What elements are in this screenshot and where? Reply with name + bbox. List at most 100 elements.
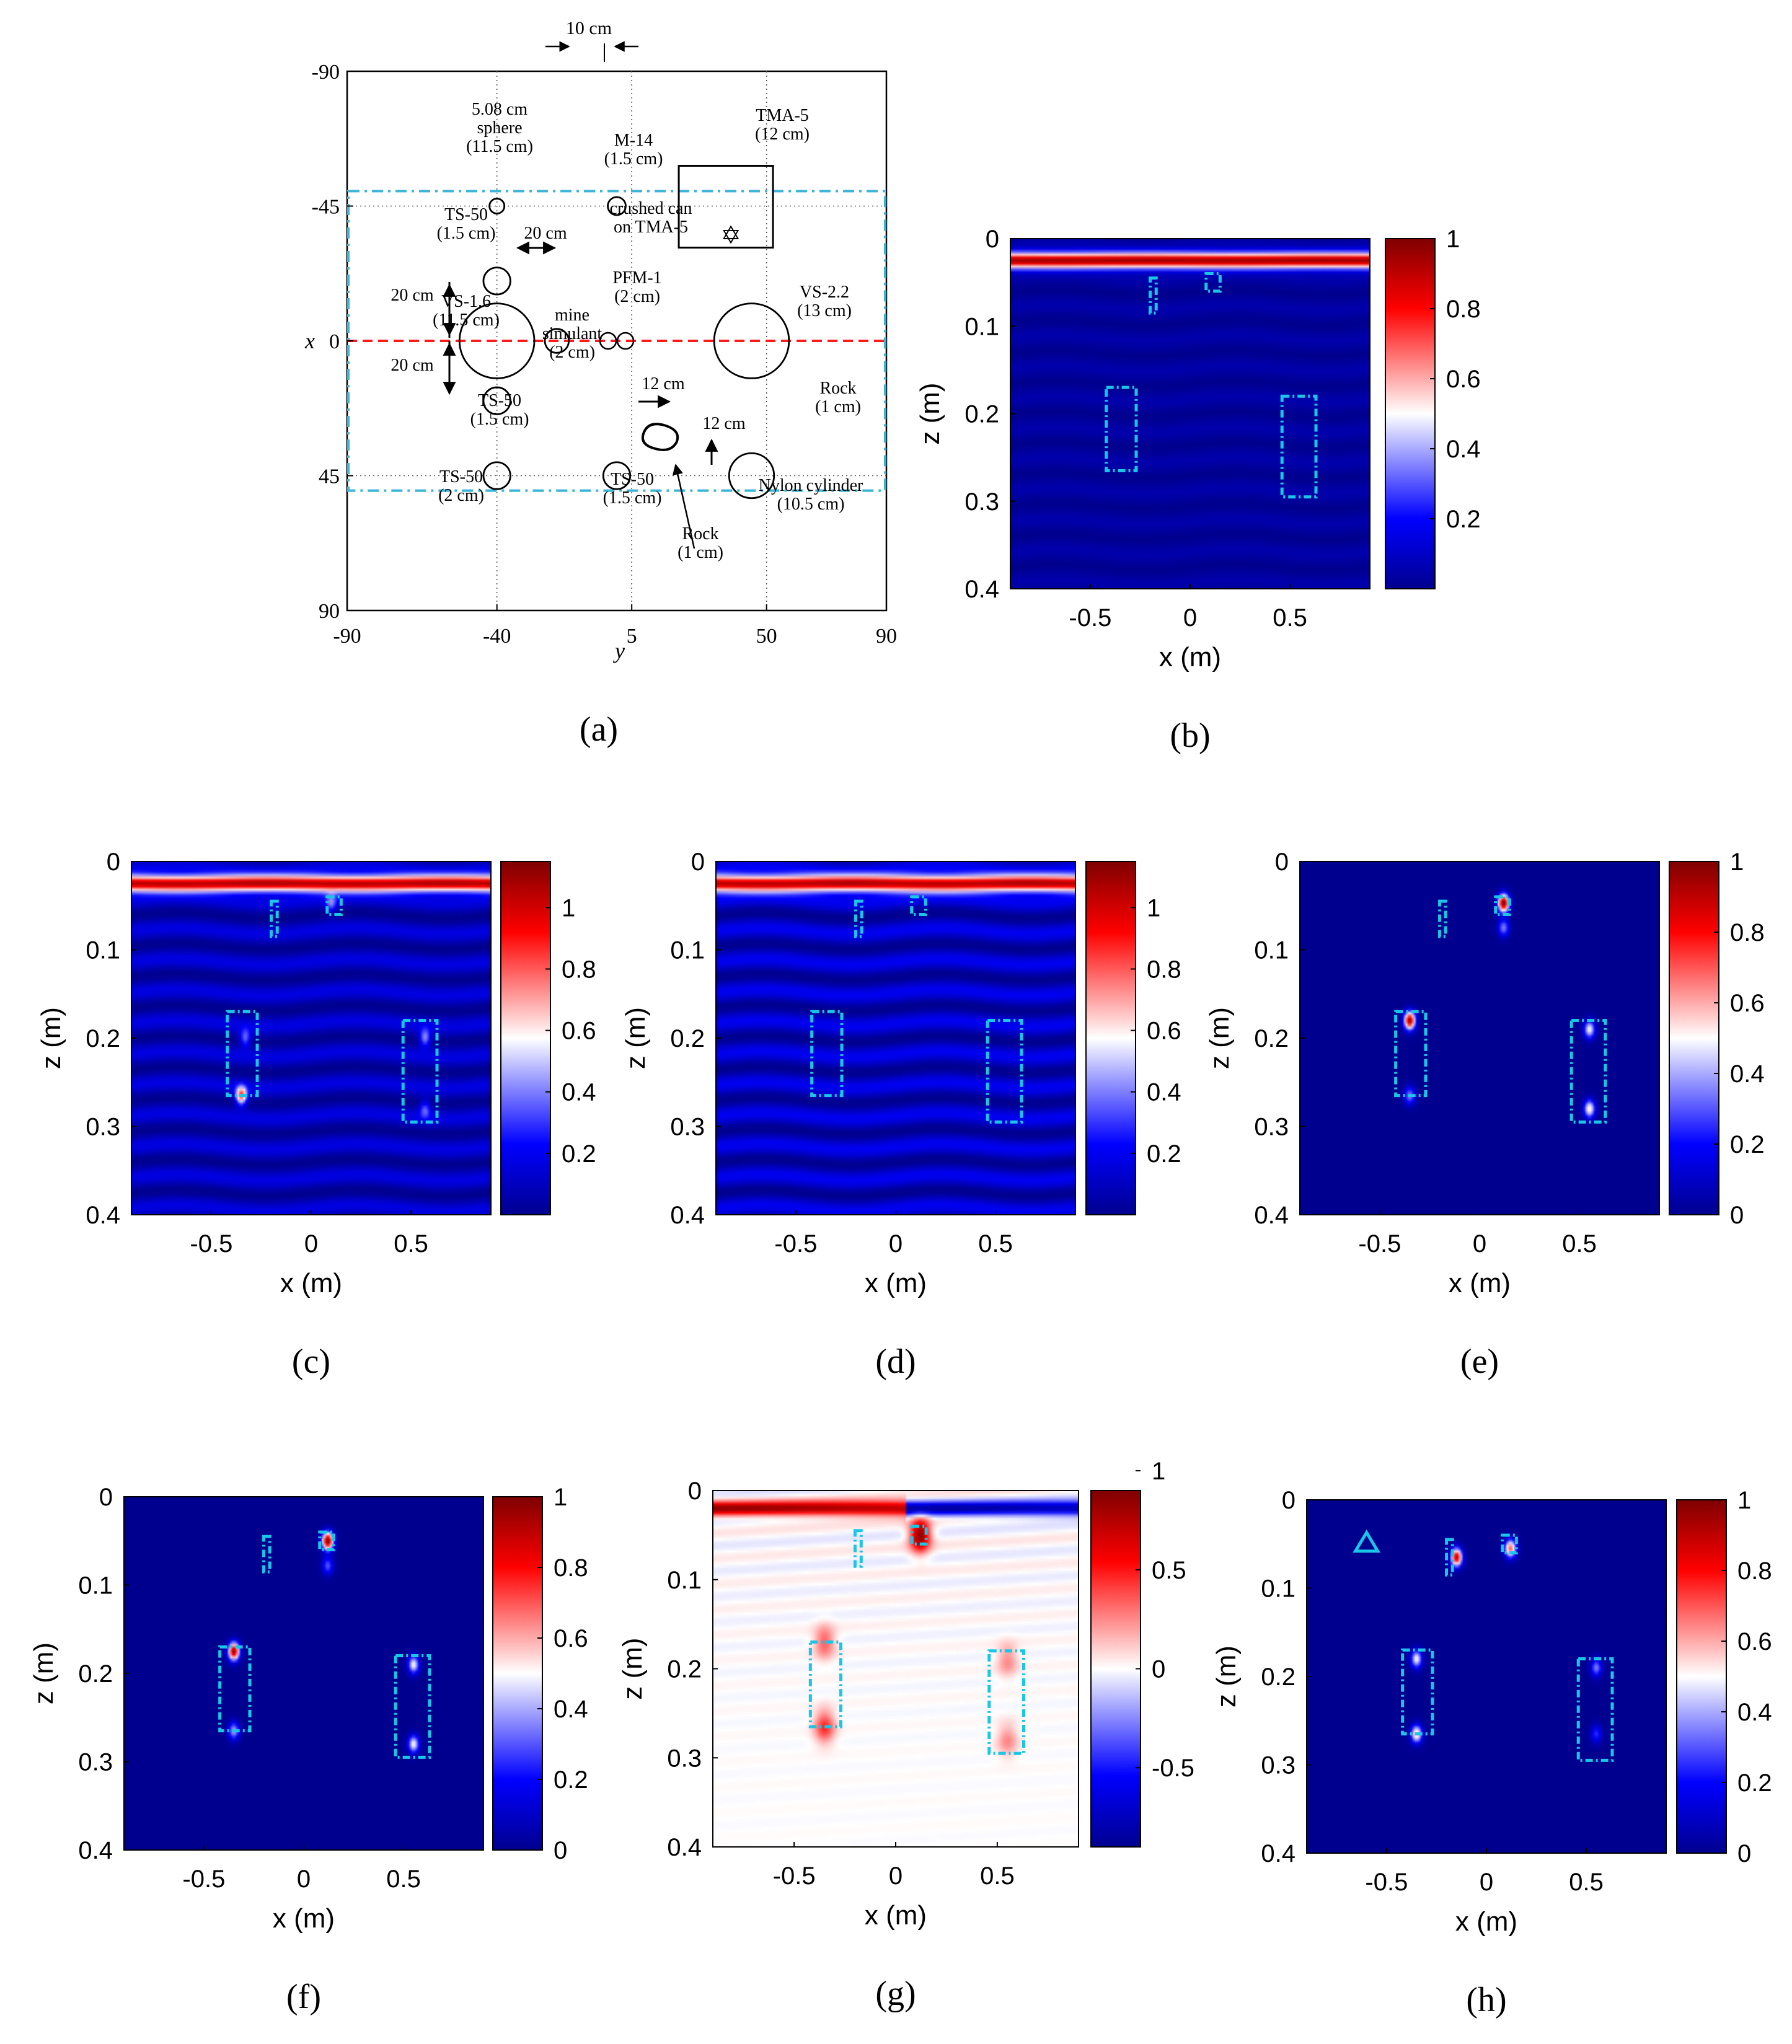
colorbar-tick-label: 1 (562, 894, 575, 922)
object-0-circle (488, 198, 506, 214)
y-tick-label: 0 (1282, 1487, 1295, 1514)
dimension-label: 20 cm (524, 224, 567, 243)
target-box (1204, 272, 1222, 293)
dimension-label: 20 cm (391, 356, 433, 375)
colorbar (1085, 861, 1136, 1215)
y-tick-label: 0.4 (1261, 1840, 1295, 1867)
x-axis-label: x (m) (865, 1900, 927, 1931)
colorbar-tick-label: 0.2 (1730, 1131, 1765, 1158)
target-box (854, 899, 863, 938)
colorbar-tick-label: 1 (554, 1484, 567, 1511)
object-13-circle (728, 452, 775, 500)
object-11-label: (2 cm) (438, 486, 484, 505)
colorbar-tick-label: 0.8 (1737, 1557, 1772, 1585)
colorbar-tick-label: 1 (1737, 1487, 1751, 1514)
star-icon: ✡ (720, 221, 741, 250)
y-tick-label: 0.1 (667, 1567, 702, 1594)
y-axis-label: z (m) (915, 382, 945, 444)
dimension-label: 20 cm (391, 286, 433, 305)
y-tick-label: 0.2 (667, 1656, 702, 1683)
colorbar-tick-label: 0.2 (1147, 1140, 1181, 1168)
panel-label: (h) (1466, 1981, 1506, 2019)
object-11-circle (482, 461, 511, 490)
y-tick-label: -45 (312, 196, 340, 219)
triangle-marker-icon (1353, 1529, 1381, 1553)
colorbar-tick-label: 0.6 (554, 1625, 588, 1652)
target-box (1494, 895, 1511, 916)
heatmap-image (1300, 861, 1659, 1215)
object-4-label: (1.5 cm) (437, 224, 496, 243)
colorbar-tick-label: 0.2 (1446, 506, 1481, 533)
target-box (987, 1649, 1026, 1755)
object-7-label: (2 cm) (614, 287, 660, 306)
colorbar-tick-label: 1 (1730, 848, 1744, 876)
object-0-label: 5.08 cm (472, 100, 527, 119)
object-6-circle (544, 328, 570, 354)
x-tick-label: 0 (1480, 1869, 1493, 1896)
y-tick-label: 0.4 (78, 1837, 113, 1864)
target-box (262, 1535, 271, 1574)
object-13-label: Nylon cylinder (759, 476, 863, 495)
object-13-label: (10.5 cm) (777, 495, 845, 514)
target-box (1501, 1533, 1518, 1554)
object-5-circle (458, 302, 536, 379)
colorbar-tick-label: 0.5 (1152, 1557, 1186, 1584)
y-tick-label: 90 (319, 600, 340, 623)
object-6-label: mine (555, 306, 589, 325)
heatmap-image (713, 1491, 1079, 1847)
x-tick-label: -0.5 (182, 1866, 225, 1893)
y-tick-label: 0 (691, 848, 705, 876)
target-box (218, 1645, 252, 1733)
y-tick-label: 0.1 (670, 937, 705, 964)
panel-label: (f) (286, 1978, 321, 2016)
object-8-circle (713, 302, 790, 379)
heatmap-image (1307, 1500, 1666, 1853)
colorbar-tick-label: 0 (554, 1837, 567, 1864)
panel-label: (g) (875, 1975, 916, 2013)
y-tick-label: 0.2 (1254, 1025, 1289, 1052)
x-tick-label: 0 (304, 1230, 318, 1258)
pfm-right-circle (616, 332, 635, 350)
target-box (1394, 1010, 1428, 1098)
object-2-label: TMA-5 (756, 106, 809, 125)
colorbar (1385, 238, 1436, 589)
heatmap-image (131, 861, 491, 1215)
y-tick-label: 0.2 (1261, 1663, 1295, 1691)
x-tick-label: 0 (1183, 604, 1197, 632)
target-box (401, 1019, 439, 1124)
x-tick-label: 0.5 (394, 1230, 428, 1258)
colorbar-tick-label: 0.6 (562, 1018, 596, 1045)
x-tick-label: 0.5 (980, 1862, 1015, 1890)
object-6-label: simulant (542, 324, 602, 343)
y-tick-label: 0.2 (78, 1660, 113, 1688)
colorbar-tick-label: 0.6 (1730, 990, 1765, 1017)
y-tick-label: 0.1 (964, 313, 999, 340)
x-tick-label: 0 (297, 1866, 311, 1893)
y-tick-label: 45 (319, 465, 340, 488)
dimension-label: 12 cm (702, 414, 745, 433)
y-tick-label: 0 (1275, 848, 1289, 876)
object-14-label: (1 cm) (678, 543, 723, 562)
y-tick-label: 0 (99, 1484, 113, 1511)
object-3-label: crushed can (610, 199, 692, 218)
target-box (910, 895, 927, 916)
object-9-label: (1.5 cm) (470, 410, 529, 429)
object-9-label: TS-50 (478, 391, 521, 410)
colorbar-tick-label: 0.4 (1737, 1699, 1772, 1726)
x-axis-label: x (m) (865, 1268, 927, 1298)
x-tick-label: 0.5 (386, 1866, 421, 1893)
x-tick-label: 0 (889, 1230, 903, 1258)
colorbar-tick-label: 0.8 (562, 956, 596, 983)
x-tick-label: -0.5 (773, 1862, 816, 1890)
colorbar-tick-label: 0.8 (1730, 919, 1765, 946)
x-tick-label: 0 (1473, 1230, 1486, 1258)
x-tick-label: -0.5 (774, 1230, 817, 1258)
object-2-square (678, 165, 774, 249)
y-tick-label: -90 (312, 61, 340, 84)
object-12-circle (602, 461, 632, 490)
target-box (226, 1010, 259, 1098)
colorbar-tick-label: 0 (1737, 1840, 1751, 1867)
x-tick-label: -0.5 (190, 1230, 232, 1258)
